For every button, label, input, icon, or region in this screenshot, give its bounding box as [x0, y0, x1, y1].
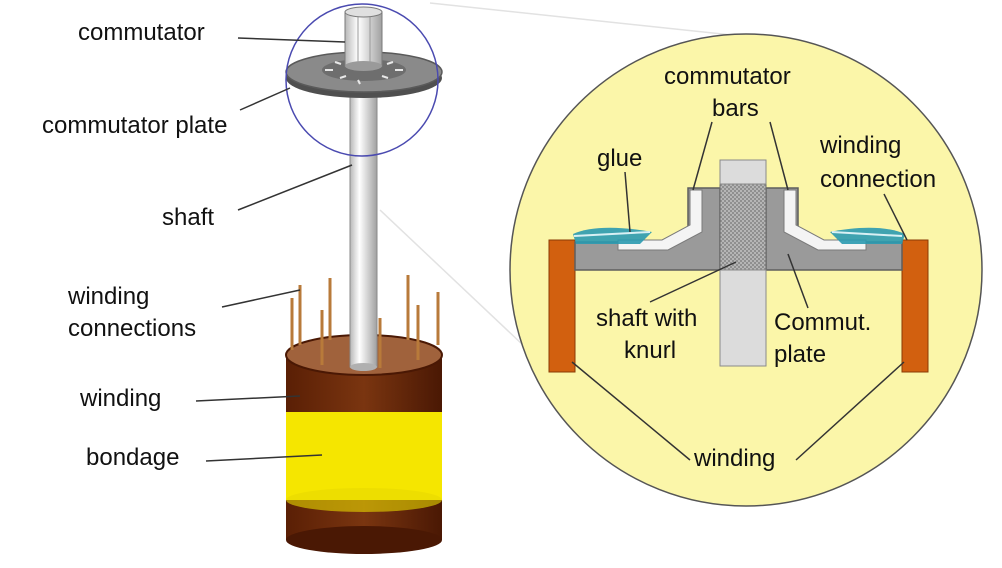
leader-winding-connections	[221, 289, 301, 308]
shaft	[349, 74, 378, 368]
leader-bondage	[205, 454, 323, 462]
winding-connection-wires	[290, 275, 440, 368]
leader-bars-right	[769, 121, 789, 191]
label-commutator-plate: commutator plate	[42, 112, 227, 139]
label-winding: winding	[79, 385, 161, 412]
detail-shaft-knurl	[719, 182, 767, 271]
label-shaft: shaft	[162, 204, 214, 231]
label-glue: glue	[597, 145, 642, 172]
zoom-highlight-circle	[285, 3, 439, 157]
label-commutator-bars-1: commutator	[664, 63, 791, 90]
label-commut-plate-1: Commut.	[774, 309, 871, 336]
detail-shaft	[719, 159, 767, 185]
leader-bars-left	[692, 121, 713, 191]
leader-shaft	[237, 164, 353, 211]
detail-glue-right	[830, 227, 905, 244]
detail-shaft-lower	[719, 269, 767, 367]
leader-winding-connection	[883, 193, 908, 241]
label-shaft-knurl-2: knurl	[624, 337, 676, 364]
label-winding-connection-1: winding	[819, 132, 901, 159]
leader-commut-plate	[787, 253, 809, 309]
detail-glue-left	[573, 227, 652, 244]
zoom-line-top	[429, 2, 761, 39]
commutator-cylinder	[344, 6, 383, 71]
detail-commutator-bar-left	[617, 189, 703, 251]
leader-winding	[195, 395, 301, 402]
leader-commutator	[237, 37, 346, 43]
label-winding-connections-1: winding	[67, 283, 149, 310]
label-winding-connections-2: connections	[68, 315, 196, 342]
label-bondage: bondage	[86, 444, 179, 471]
leader-commutator-plate	[239, 87, 291, 111]
rotor-winding-cylinder	[285, 334, 443, 554]
leader-shaft-knurl	[649, 261, 737, 303]
label-winding-detail: winding	[693, 445, 775, 472]
leader-winding-detail-left	[571, 361, 691, 461]
detail-winding-right	[901, 239, 929, 373]
label-winding-connection-2: connection	[820, 166, 936, 193]
label-commut-plate-2: plate	[774, 341, 826, 368]
label-commutator: commutator	[78, 19, 205, 46]
detail-winding-left	[548, 239, 576, 373]
label-shaft-knurl-1: shaft with	[596, 305, 697, 332]
leader-glue	[624, 171, 631, 233]
detail-commutator-bar-right	[783, 189, 867, 251]
leader-winding-detail-right	[795, 361, 905, 461]
label-commutator-bars-2: bars	[712, 95, 759, 122]
